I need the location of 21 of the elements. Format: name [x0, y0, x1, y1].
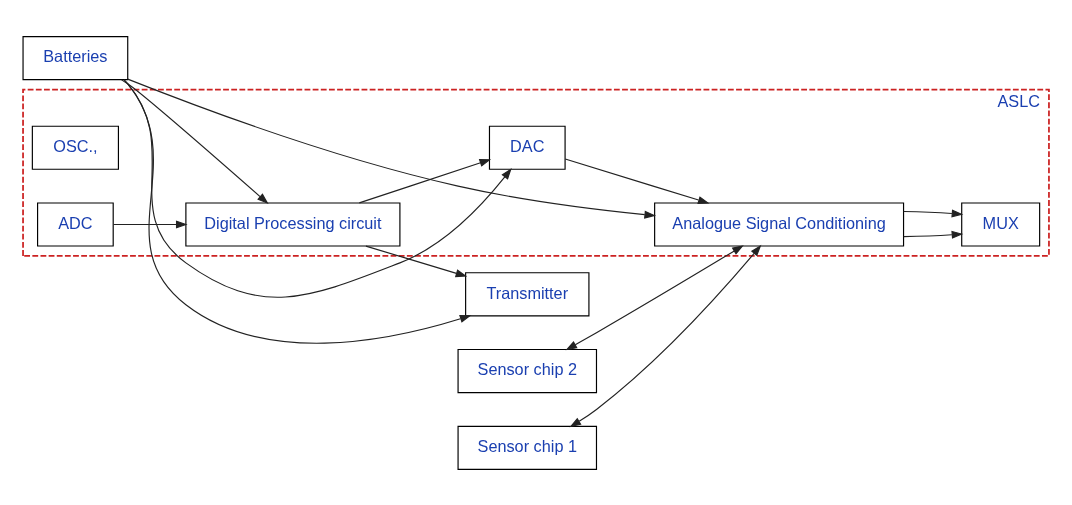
node-box: OSC.,: [31, 125, 119, 170]
arrow: [903, 230, 964, 239]
node-box: Sensor chip 1: [457, 425, 598, 470]
arrow: [569, 244, 762, 427]
arrow: [123, 78, 512, 298]
node-box: ADC: [37, 201, 114, 247]
arrow: [565, 244, 744, 350]
node-box: MUX: [961, 201, 1041, 247]
arrow: [127, 78, 657, 219]
node-box: Transmitter: [465, 271, 590, 316]
arrow: [903, 208, 964, 218]
arrow: [112, 219, 188, 229]
arrow: [358, 158, 492, 203]
node-box: Digital Processing circuit: [185, 201, 401, 247]
arrow: [123, 78, 472, 344]
node-box: Analogue Signal Conditioning: [654, 201, 905, 247]
node-box: DAC: [488, 125, 566, 170]
arrow: [564, 158, 710, 204]
arrow: [121, 78, 269, 204]
node-box: Batteries: [22, 35, 129, 80]
node-box: Sensor chip 2: [457, 348, 598, 393]
